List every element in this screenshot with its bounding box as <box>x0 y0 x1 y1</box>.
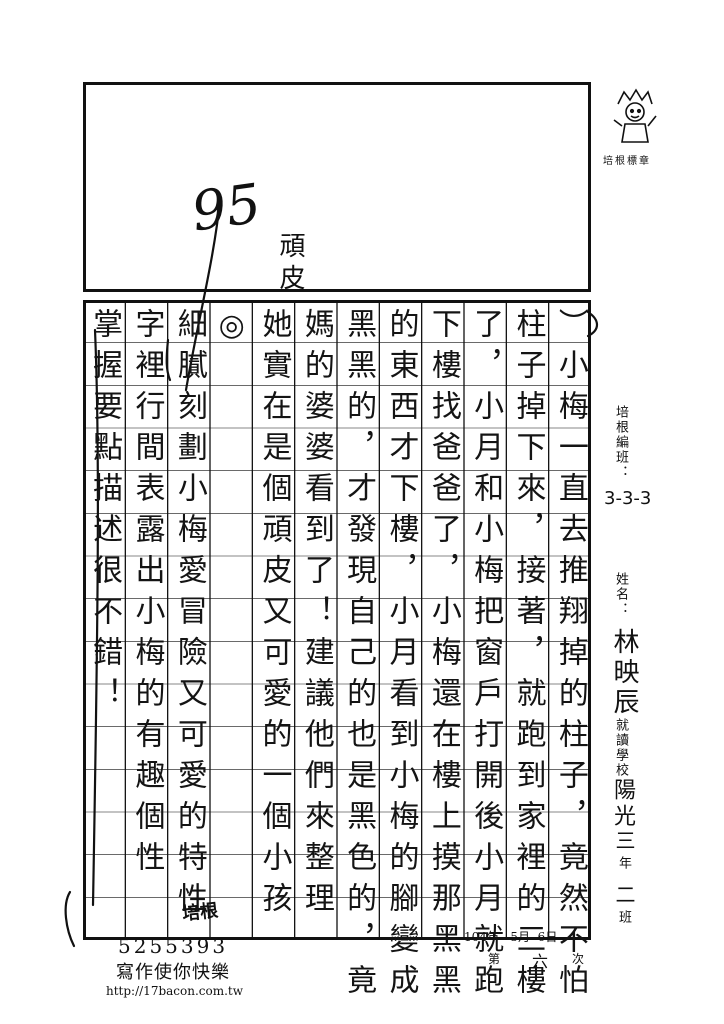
date-line: 104年 5月 6日 <box>464 928 557 945</box>
class-number-value: 二 <box>612 884 636 908</box>
date-month: 5 <box>510 930 519 944</box>
essay-column: 柱子掉下來，接著，就跑到家裡的三樓 <box>510 308 546 1005</box>
issue-prefix: 第 <box>488 952 501 966</box>
footer-url: http://17bacon.com.tw <box>106 984 244 998</box>
essay-column: 字裡行間表露出小梅的有趣個性 <box>129 308 165 882</box>
teacher-signature: 培根 <box>181 900 220 925</box>
stamp-label: 培根標章 <box>603 156 651 167</box>
essay-column: 她實在是個頑皮又可愛的一個小孩 <box>256 308 292 923</box>
class-number-label: 班 <box>616 910 631 925</box>
footer-slogan: 寫作使你快樂 <box>116 962 230 983</box>
year-unit: 年 <box>486 930 499 944</box>
footer-phone: 5255393 <box>118 934 229 958</box>
grader-comment: 頑皮 <box>275 232 305 296</box>
issue-suffix: 次 <box>572 952 585 966</box>
class-label: 培根編班： <box>613 405 628 480</box>
name-value: 林映辰 <box>609 628 639 718</box>
essay-column: ◎ <box>214 308 250 354</box>
essay-column: 黑黑的，才發現自己的也是黑色的，竟 <box>341 308 377 1005</box>
essay-column: 細膩刻劃小梅愛冒險又可愛的特性 <box>171 308 207 923</box>
school-value: 陽光 <box>610 778 635 830</box>
score-tail-stroke <box>184 198 222 392</box>
grid-lines <box>83 300 591 940</box>
comment-end-mark <box>64 890 76 948</box>
month-unit: 月 <box>518 930 531 944</box>
essay-column: 下樓找爸爸了，小梅還在樓上摸那黑黑 <box>425 308 461 1005</box>
essay-column: 媽的婆婆看到了！建議他們來整理 <box>298 308 334 923</box>
bacon-mascot-icon <box>613 88 657 143</box>
school-label: 就讀學校 <box>613 718 628 778</box>
day-unit: 日 <box>545 930 558 944</box>
date-day: 6 <box>537 930 546 944</box>
essay-column: 了，小月和小梅把窗戶打開後小月就跑 <box>468 308 504 1005</box>
name-label: 姓名： <box>613 572 628 617</box>
score-box <box>83 82 591 292</box>
comment-underline <box>91 328 99 907</box>
class-value: 3-3-3 <box>604 488 652 509</box>
issue-number: 六 <box>532 952 549 971</box>
essay-column: 的東西才下樓，小月看到小梅的腳變成 <box>383 308 419 1005</box>
grade-value: 三 <box>612 830 636 854</box>
grade-label: 年 <box>616 856 631 871</box>
essay-column: 掌握要點描述很不錯！ <box>87 308 123 718</box>
date-year: 104 <box>464 930 487 944</box>
essay-column: ）小梅一直去推翔掉的柱子，竟然不怕 <box>552 308 588 1005</box>
